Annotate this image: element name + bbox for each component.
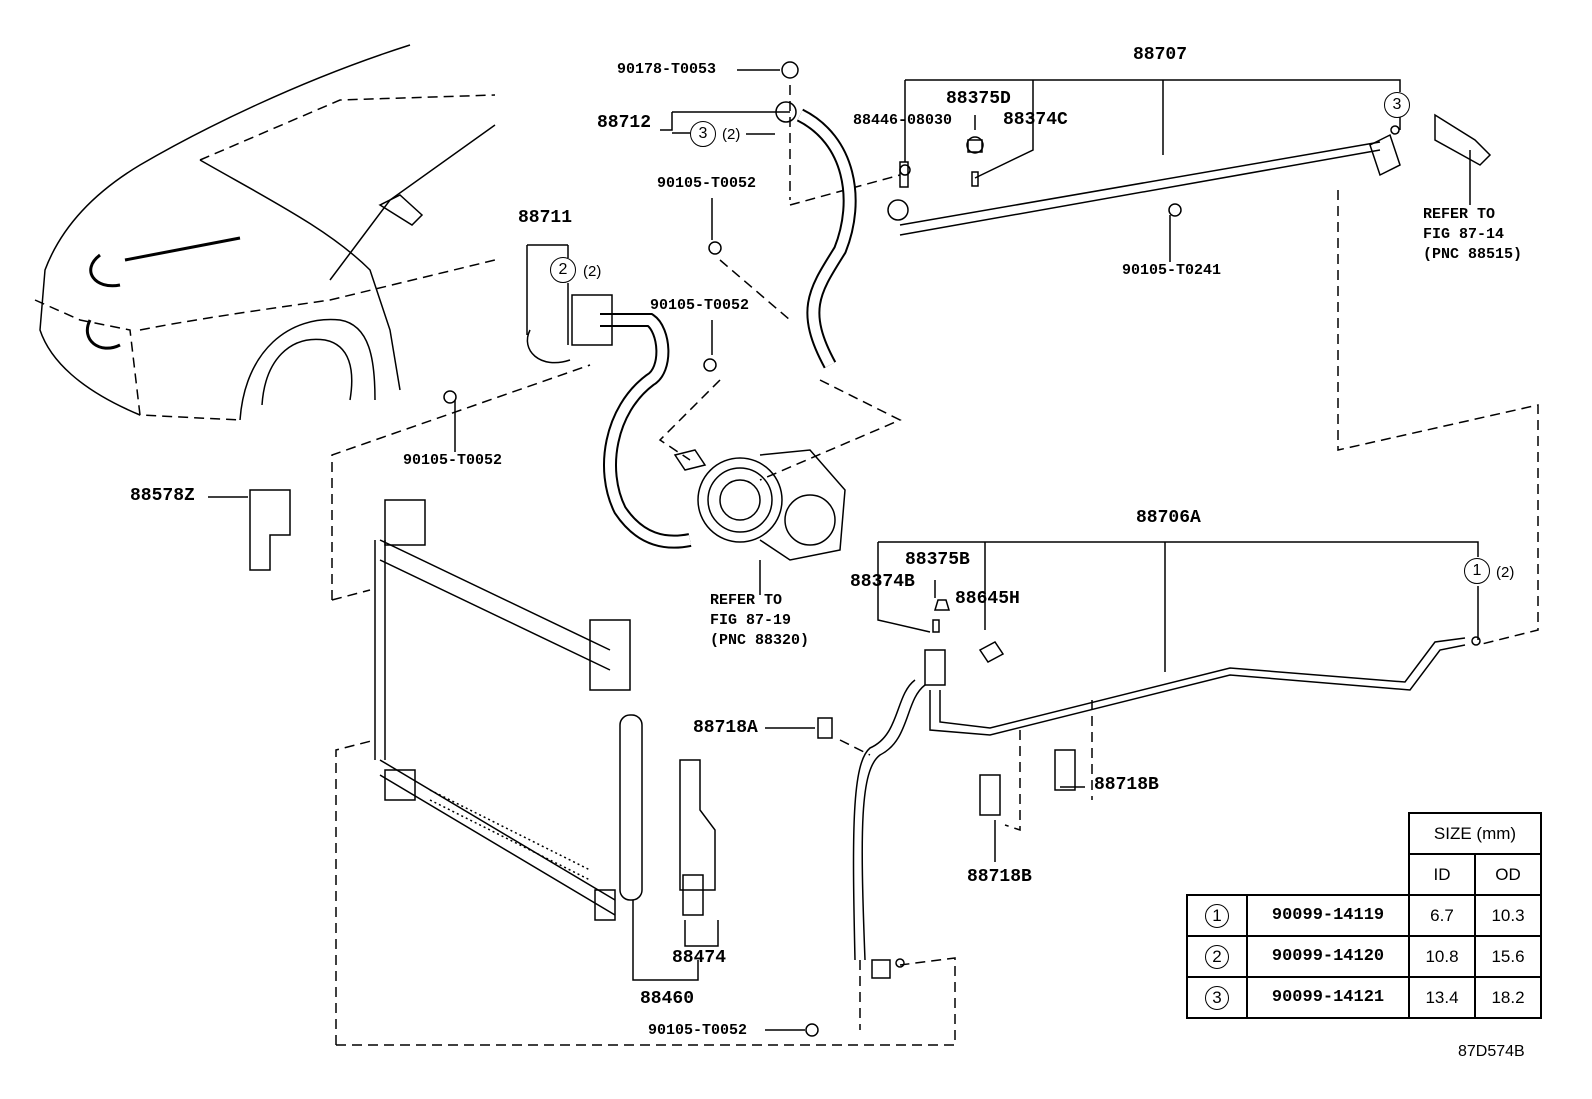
label-88712: 88712 — [597, 113, 652, 133]
row-number-circle: 3 — [1205, 985, 1229, 1010]
part-number: 90099-14120 — [1246, 935, 1410, 978]
label-88707: 88707 — [1133, 45, 1188, 65]
compressor — [673, 449, 846, 561]
label-88578z: 88578Z — [130, 486, 195, 506]
oring-callout-3: 3 — [690, 121, 716, 147]
illustration-code: 87D574B — [1458, 1043, 1525, 1060]
ref-line: REFER TO — [1423, 206, 1496, 223]
label-88374c: 88374C — [1003, 110, 1068, 130]
label-90105-t0052: 90105-T0052 — [657, 175, 757, 192]
label-88711: 88711 — [518, 208, 573, 228]
od-header: OD — [1474, 853, 1542, 896]
table-blank — [1187, 813, 1409, 854]
label-88374b: 88374B — [850, 572, 915, 592]
ref-line: FIG 87-14 — [1423, 226, 1505, 243]
hose-88711 — [526, 294, 692, 549]
part-number: 90099-14121 — [1246, 976, 1410, 1019]
label-88446-08030: 88446-08030 — [853, 112, 953, 129]
inner-diameter: 6.7 — [1408, 894, 1476, 937]
oring-qty: (2) — [722, 126, 741, 143]
label-90105-t0241: 90105-T0241 — [1122, 262, 1222, 279]
label-88718b: 88718B — [1094, 775, 1159, 795]
label-88474: 88474 — [672, 948, 727, 968]
pipe-88706a — [852, 636, 1481, 979]
label-88718b: 88718B — [967, 867, 1032, 887]
part-number: 90099-14119 — [1246, 894, 1410, 937]
table-blank — [1187, 854, 1409, 895]
hose-88712 — [775, 61, 857, 369]
outer-diameter: 10.3 — [1474, 894, 1542, 937]
inner-diameter: 13.4 — [1408, 976, 1476, 1019]
oring-qty: (2) — [583, 263, 602, 280]
table-row: 2 90099-14120 10.8 15.6 — [1186, 935, 1542, 978]
leader-lines — [208, 69, 1479, 1031]
row-number-circle: 2 — [1205, 944, 1229, 969]
ref-line: REFER TO — [710, 592, 783, 609]
ref-line: (PNC 88515) — [1423, 246, 1523, 263]
id-header: ID — [1408, 853, 1476, 896]
oring-callout-3: 3 — [1384, 92, 1410, 118]
size-header: SIZE (mm) — [1408, 812, 1542, 855]
outer-diameter: 15.6 — [1474, 935, 1542, 978]
condenser — [374, 499, 643, 921]
row-number-circle: 1 — [1205, 903, 1229, 928]
oring-callout-1: 1 — [1464, 558, 1490, 584]
label-90105-t0052: 90105-T0052 — [650, 297, 750, 314]
oring-callout-2: 2 — [550, 257, 576, 283]
label-88645h: 88645H — [955, 589, 1020, 609]
outer-diameter: 18.2 — [1474, 976, 1542, 1019]
label-90105-t0052: 90105-T0052 — [648, 1022, 748, 1039]
row-number: 2 — [1186, 935, 1248, 978]
label-88706a: 88706A — [1136, 508, 1201, 528]
label-90105-t0052: 90105-T0052 — [403, 452, 503, 469]
table-row: 1 90099-14119 6.7 10.3 — [1186, 894, 1542, 937]
inner-diameter: 10.8 — [1408, 935, 1476, 978]
table-row: 3 90099-14121 13.4 18.2 — [1186, 976, 1542, 1019]
ref-line: FIG 87-19 — [710, 612, 792, 629]
label-90178-t0053: 90178-T0053 — [617, 61, 717, 78]
row-number: 1 — [1186, 894, 1248, 937]
reference-fig-87-19: REFER TO FIG 87-19 (PNC 88320) — [710, 591, 809, 651]
dashed-install-lines — [331, 85, 1539, 1046]
receiver-filter — [679, 759, 716, 916]
reference-fig-87-14: REFER TO FIG 87-14 (PNC 88515) — [1423, 205, 1522, 265]
oring-qty: (2) — [1496, 564, 1515, 581]
label-88375d: 88375D — [946, 89, 1011, 109]
row-number: 3 — [1186, 976, 1248, 1019]
small-parts — [249, 139, 1182, 1037]
oring-size-table: SIZE (mm) ID OD 1 90099-14119 6.7 10.3 2… — [1186, 812, 1542, 1019]
label-88718a: 88718A — [693, 718, 758, 738]
pipe-88707 — [887, 113, 1492, 236]
ref-line: (PNC 88320) — [710, 632, 810, 649]
vehicle-outline — [34, 44, 496, 421]
label-88375b: 88375B — [905, 550, 970, 570]
label-88460: 88460 — [640, 989, 695, 1009]
